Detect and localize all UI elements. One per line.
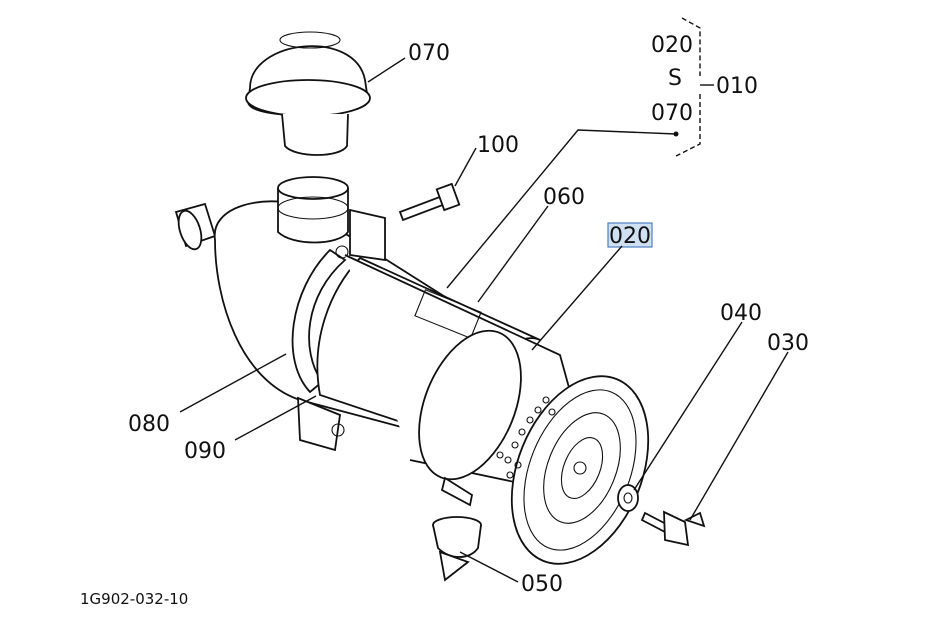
callout-range-mark: S [668,66,682,91]
callout-040: 040 [720,301,762,326]
callout-range-end-070: 070 [651,101,693,126]
bracket-010 [673,17,714,157]
callout-050: 050 [521,572,563,597]
callout-020-highlight [607,222,653,248]
callout-010: 010 [716,74,758,99]
callout-020[interactable]: 020 [609,224,651,249]
callout-range-start-020: 020 [651,33,693,58]
part-body-080 [174,176,650,565]
callout-070: 070 [408,41,450,66]
figure-code: 1G902-032-10 [80,590,188,608]
vent-holes [496,396,556,479]
part-wing-nut-030 [640,510,706,547]
callout-100: 100 [477,133,519,158]
callout-080: 080 [128,412,170,437]
leader-lines [179,57,789,583]
part-bolt-100 [398,182,461,222]
callout-090: 090 [184,439,226,464]
callout-030: 030 [767,331,809,356]
part-valve-050 [432,476,482,582]
part-cap-070 [245,31,371,156]
callout-060: 060 [543,185,585,210]
part-gasket-040 [617,484,639,512]
